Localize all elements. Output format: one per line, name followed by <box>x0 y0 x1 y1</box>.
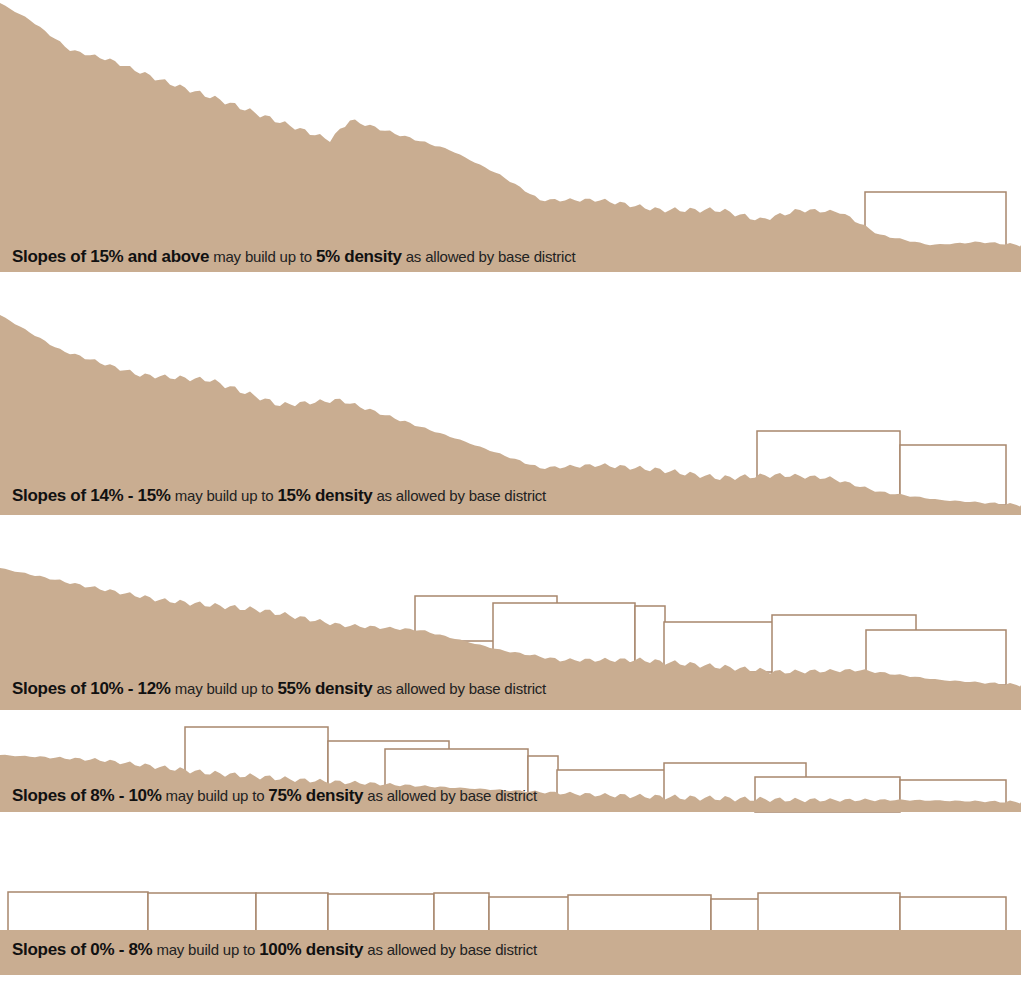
caption: Slopes of 14% - 15%may build up to15% de… <box>12 486 550 506</box>
slope-panel <box>0 3 1021 272</box>
caption-bold: 5% density <box>316 247 402 266</box>
caption: Slopes of 10% - 12%may build up to55% de… <box>12 679 550 699</box>
slope-panel <box>0 727 1021 812</box>
caption-text: may build up to <box>213 248 312 265</box>
caption-bold: 55% density <box>277 679 372 698</box>
caption: Slopes of 8% - 10%may build up to75% den… <box>12 786 541 806</box>
caption-text: may build up to <box>175 487 274 504</box>
terrain <box>0 568 1021 710</box>
caption-text: as allowed by base district <box>367 941 537 958</box>
building-outline <box>900 445 1006 505</box>
slope-panel <box>0 568 1021 710</box>
caption-text: as allowed by base district <box>376 680 546 697</box>
caption-bold: Slopes of 14% - 15% <box>12 486 171 505</box>
caption: Slopes of 0% - 8%may build up to100% den… <box>12 940 541 960</box>
caption-bold: Slopes of 0% - 8% <box>12 940 152 959</box>
caption-text: may build up to <box>166 787 265 804</box>
caption-bold: 75% density <box>268 786 363 805</box>
caption-text: may build up to <box>175 680 274 697</box>
terrain <box>0 930 1021 975</box>
caption-text: may build up to <box>156 941 255 958</box>
caption-bold: 15% density <box>277 486 372 505</box>
caption-text: as allowed by base district <box>406 248 576 265</box>
caption-bold: 100% density <box>259 940 363 959</box>
caption: Slopes of 15% and abovemay build up to5%… <box>12 247 579 267</box>
caption-bold: Slopes of 15% and above <box>12 247 209 266</box>
caption-bold: Slopes of 8% - 10% <box>12 786 162 805</box>
caption-bold: Slopes of 10% - 12% <box>12 679 171 698</box>
slope-panel <box>0 315 1021 515</box>
terrain <box>0 3 1021 272</box>
building-outline <box>635 606 665 666</box>
terrain <box>0 315 1021 515</box>
caption-text: as allowed by base district <box>376 487 546 504</box>
terrain <box>0 755 1021 812</box>
slope-panel <box>0 892 1021 975</box>
caption-text: as allowed by base district <box>367 787 537 804</box>
